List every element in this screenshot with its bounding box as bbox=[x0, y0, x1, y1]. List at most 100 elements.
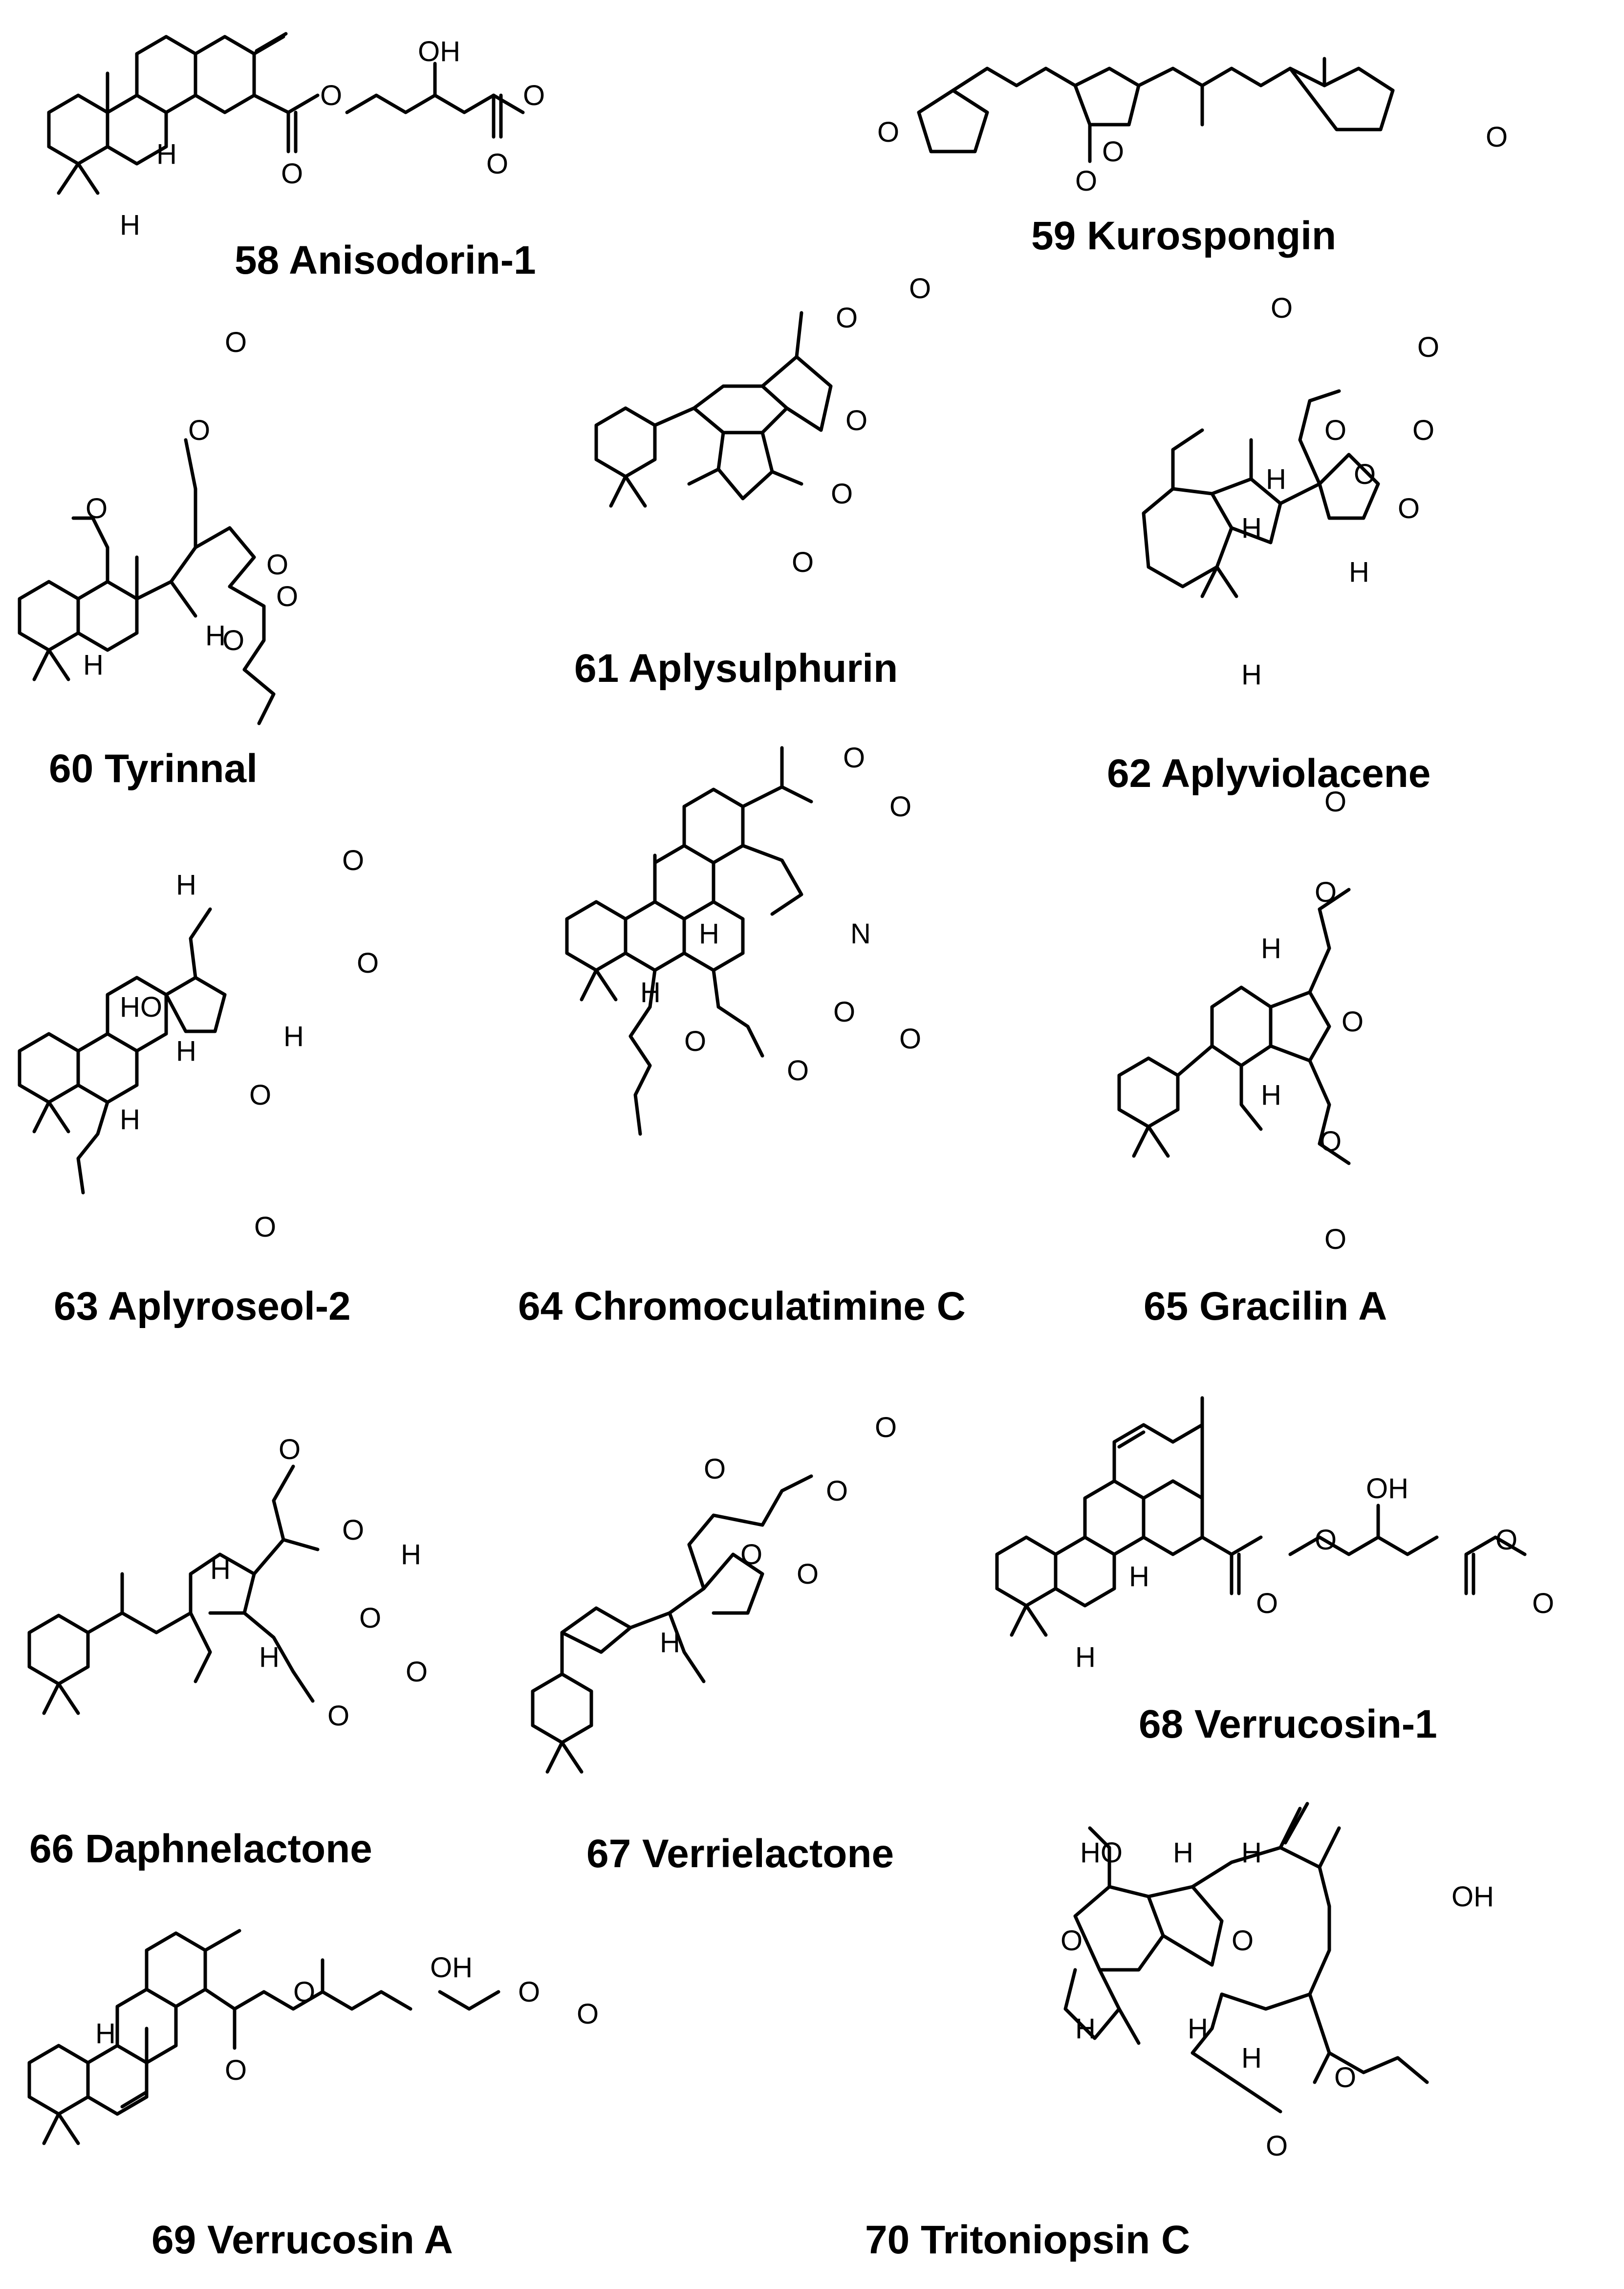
atom-label-o: O bbox=[279, 1434, 301, 1465]
atom-label-h: H bbox=[1261, 933, 1281, 964]
atom-label-o: O bbox=[1075, 165, 1097, 197]
atom-label-o: O bbox=[86, 493, 108, 524]
atom-label-ho: HO bbox=[1080, 1837, 1123, 1869]
atom-label-o: O bbox=[1324, 414, 1346, 446]
atom-label-o: O bbox=[1256, 1588, 1278, 1619]
caption-61: 61 Aplysulphurin bbox=[574, 646, 898, 691]
atom-label-o: O bbox=[1324, 1223, 1346, 1255]
atom-label-h: H bbox=[1075, 1641, 1096, 1673]
atom-label-o: O bbox=[1342, 1006, 1364, 1038]
atom-label-o: O bbox=[875, 1412, 897, 1443]
atom-label-o: O bbox=[909, 273, 931, 305]
atom-label-h: H bbox=[120, 209, 140, 241]
atom-label-o: O bbox=[1354, 458, 1376, 490]
atom-label-ho: HO bbox=[120, 991, 162, 1023]
atom-label-o: O bbox=[342, 845, 364, 876]
structure-61: O O O O O 61 Aplysulphurin bbox=[574, 273, 931, 691]
caption-70: 70 Tritoniopsin C bbox=[865, 2218, 1190, 2262]
atom-label-h: H bbox=[1241, 659, 1262, 691]
atom-label-h: H bbox=[1241, 512, 1262, 544]
atom-label-o: O bbox=[1315, 876, 1337, 908]
atom-label-h: H bbox=[401, 1539, 421, 1570]
atom-label-o: O bbox=[704, 1453, 726, 1485]
atom-label-h: H bbox=[156, 138, 177, 170]
atom-label-o: O bbox=[787, 1055, 809, 1087]
structure-63: H HO H H H O O O O 63 Aplyroseol-2 bbox=[18, 845, 379, 1329]
atom-label-o: O bbox=[1324, 786, 1346, 818]
structure-58: H H O O OH O O 58 Anisodorin-1 bbox=[47, 32, 545, 283]
atom-label-o: O bbox=[843, 742, 865, 774]
caption-69: 69 Verrucosin A bbox=[152, 2218, 453, 2262]
atom-label-h: H bbox=[1349, 556, 1369, 588]
atom-label-o: O bbox=[225, 2054, 247, 2086]
atom-label-o: O bbox=[1486, 121, 1508, 153]
atom-label-o: O bbox=[486, 148, 508, 180]
atom-label-oh: OH bbox=[418, 36, 460, 67]
atom-label-h: H bbox=[176, 869, 196, 901]
caption-65: 65 Gracilin A bbox=[1144, 1284, 1387, 1329]
atom-label-o: O bbox=[188, 414, 210, 446]
atom-label-h: H bbox=[640, 977, 661, 1008]
atom-label-o: O bbox=[357, 947, 379, 979]
atom-label-oh: OH bbox=[1451, 1881, 1494, 1913]
atom-label-o: O bbox=[740, 1539, 762, 1570]
atom-label-o: O bbox=[792, 546, 814, 578]
atom-label-h: H bbox=[1266, 463, 1286, 495]
atom-label-o: O bbox=[249, 1079, 271, 1111]
caption-59: 59 Kurospongin bbox=[1031, 214, 1336, 258]
caption-66: 66 Daphnelactone bbox=[29, 1827, 372, 1871]
structure-62: H H H H O O O O O O 62 Aplyviolacene bbox=[1107, 292, 1439, 796]
atom-label-o: O bbox=[266, 549, 288, 581]
atom-label-h: H bbox=[1241, 1837, 1262, 1869]
atom-label-o: O bbox=[327, 1700, 349, 1732]
atom-label-o: O bbox=[833, 996, 855, 1028]
structure-70: HO H H O OH O H H H O O 70 Tritoniopsin … bbox=[865, 1802, 1494, 2262]
atom-label-o: O bbox=[254, 1211, 276, 1243]
caption-68: 68 Verrucosin-1 bbox=[1139, 1702, 1437, 1746]
atom-label-o: O bbox=[1532, 1588, 1554, 1619]
atom-label-o: O bbox=[797, 1558, 819, 1590]
atom-label-oh: OH bbox=[430, 1952, 473, 1984]
atom-label-h: H bbox=[1129, 1561, 1149, 1592]
atom-label-n: N bbox=[850, 918, 871, 950]
atom-label-h: H bbox=[205, 620, 226, 652]
atom-label-h: H bbox=[1261, 1079, 1281, 1111]
atom-label-o: O bbox=[342, 1514, 364, 1546]
atom-label-o: O bbox=[684, 1025, 706, 1057]
caption-64: 64 Chromoculatimine C bbox=[518, 1284, 966, 1329]
caption-62: 62 Aplyviolacene bbox=[1107, 751, 1430, 796]
atom-label-o: O bbox=[406, 1656, 428, 1688]
atom-label-o: O bbox=[1412, 414, 1434, 446]
atom-label-o: O bbox=[826, 1475, 848, 1507]
atom-label-h: H bbox=[83, 649, 104, 681]
atom-label-o: O bbox=[1232, 1925, 1254, 1957]
atom-label-o: O bbox=[518, 1976, 540, 2008]
atom-label-o: O bbox=[359, 1602, 381, 1634]
atom-label-h: H bbox=[283, 1021, 304, 1052]
atom-label-o: O bbox=[1398, 493, 1420, 524]
structure-67: H O O O O O 67 Verrielactone bbox=[531, 1412, 897, 1876]
atom-label-h: H bbox=[95, 2018, 116, 2049]
structure-69: H O O OH O O 69 Verrucosin A bbox=[27, 1929, 599, 2262]
atom-label-o: O bbox=[1320, 1126, 1342, 1157]
atom-label-o: O bbox=[225, 327, 247, 358]
structure-64: H H N O O O O O O 64 Chromoculatimine C bbox=[518, 742, 966, 1329]
atom-label-o: O bbox=[293, 1976, 315, 2008]
atom-label-o: O bbox=[222, 625, 244, 656]
atom-label-o: O bbox=[281, 158, 303, 190]
atom-label-o: O bbox=[877, 116, 899, 148]
structure-59: O O O O 59 Kurospongin bbox=[877, 57, 1508, 258]
atom-label-h: H bbox=[210, 1553, 231, 1585]
atom-label-o: O bbox=[1417, 331, 1439, 363]
structure-65: H H O O O O O 65 Gracilin A bbox=[1117, 786, 1387, 1329]
atom-label-o: O bbox=[1266, 2130, 1288, 2162]
atom-label-h: H bbox=[699, 918, 719, 950]
atom-label-h: H bbox=[259, 1641, 280, 1673]
atom-label-o: O bbox=[899, 1023, 921, 1055]
atom-label-o: O bbox=[577, 1998, 599, 2030]
atom-label-o: O bbox=[1061, 1925, 1083, 1957]
atom-label-o: O bbox=[1315, 1524, 1337, 1556]
structure-68: H H O O OH O O 68 Verrucosin-1 bbox=[995, 1396, 1554, 1746]
